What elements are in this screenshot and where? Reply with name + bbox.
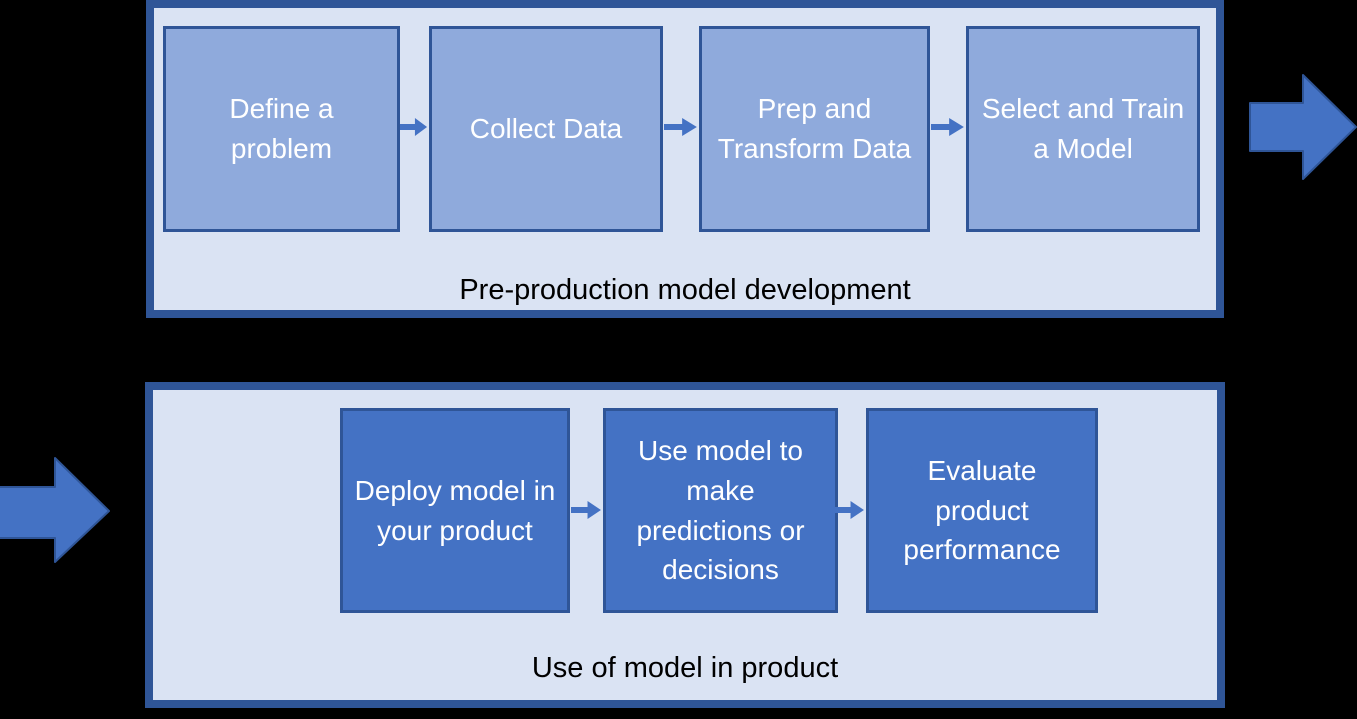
flow-arrow-icon [571,499,602,521]
step-prep-transform-data-label: Prep and Transform Data [717,93,912,164]
pre-production-caption: Pre-production model development [459,274,911,306]
flow-arrow-icon [931,116,965,138]
flow-arrow-icon [400,116,428,138]
step-deploy-model-label: Deploy model in your product [354,474,556,546]
step-prep-transform-data: Prep and Transform Data [699,26,930,232]
step-deploy-model: Deploy model in your product [340,408,570,613]
step-use-model-predictions: Use model to make predictions or decisio… [603,408,838,613]
step-evaluate-performance-label: Evaluate product performance [903,454,1061,566]
step-select-train-model: Select and Train a Model [966,26,1200,232]
flow-arrow-icon [834,499,865,521]
step-collect-data-label: Collect Data [469,113,623,145]
step-use-model-predictions-label: Use model to make predictions or decisio… [636,435,805,586]
step-define-problem: Define a problem [163,26,400,232]
flow-arrow-icon [664,116,698,138]
step-collect-data: Collect Data [429,26,663,232]
step-evaluate-performance: Evaluate product performance [866,408,1098,613]
big-right-arrow-icon [1249,74,1357,180]
step-select-train-model-label: Select and Train a Model [981,93,1185,164]
production-caption: Use of model in product [531,652,839,684]
big-left-arrow-icon [0,457,110,563]
step-define-problem-label: Define a problem [229,93,334,164]
